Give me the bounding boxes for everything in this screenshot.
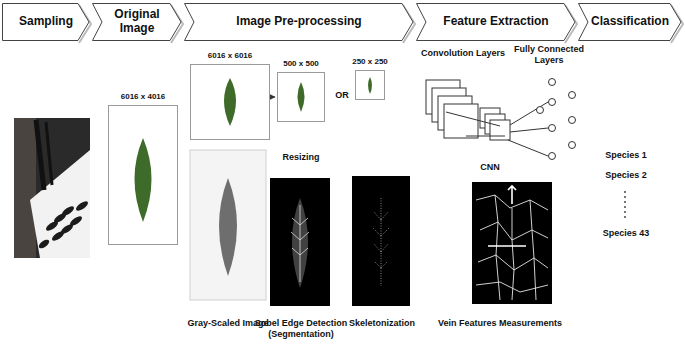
caption-label: OR: [330, 90, 354, 101]
sobel-leaf: [292, 198, 308, 288]
image-box: 6016 x 6016: [190, 64, 270, 140]
skeleton-image: [352, 176, 410, 306]
size-label: 500 x 500: [283, 59, 319, 68]
size-label: 6016 x 6016: [208, 51, 253, 60]
gray-leaf: [219, 178, 237, 276]
sampling-photo: [14, 118, 90, 258]
gray-image: [190, 150, 266, 300]
leaf: [368, 77, 372, 94]
stage-title: Feature Extraction: [443, 15, 548, 29]
size-label: 6016 x 4016: [121, 92, 166, 101]
image-box: 500 x 500: [277, 72, 325, 122]
leaf: [298, 82, 305, 112]
caption-label: Sobel Edge Detection (Segmentation): [252, 318, 350, 340]
stage-chevron: Image Pre-processing: [184, 3, 414, 41]
arrow-connector: [272, 97, 275, 98]
caption-label: Species 1: [590, 150, 662, 161]
stage-title: Sampling: [19, 15, 73, 29]
leaf: [224, 78, 236, 126]
stage-chevron: Original Image: [92, 3, 182, 41]
stage-chevron: Feature Extraction: [416, 3, 576, 41]
caption-label: Skeletonization: [342, 318, 422, 329]
caption-label: Species 43: [590, 228, 662, 239]
stage-chevron: Classification: [578, 3, 682, 41]
vein-image: [472, 182, 552, 304]
image-box: 6016 x 4016: [108, 105, 178, 245]
leaf: [135, 138, 152, 222]
size-label: 250 x 250: [352, 57, 388, 66]
image-box: 250 x 250: [355, 70, 385, 100]
stage-title: Original Image: [106, 8, 168, 36]
stage-title: Image Pre-processing: [236, 15, 361, 29]
caption-label: Convolution Layers: [418, 48, 508, 59]
caption-label: Fully Connected Layers: [508, 44, 590, 66]
cnn-drawing: [426, 79, 576, 160]
stage-title: Classification: [591, 15, 669, 29]
caption-label: Resizing: [270, 152, 332, 163]
continuation-dots: [624, 191, 626, 218]
caption-label: Vein Features Measurements: [420, 318, 580, 329]
sobel-image: [270, 178, 330, 306]
caption-label: Species 2: [590, 170, 662, 181]
caption-label: CNN: [468, 162, 512, 173]
stage-chevron: Sampling: [2, 3, 90, 41]
